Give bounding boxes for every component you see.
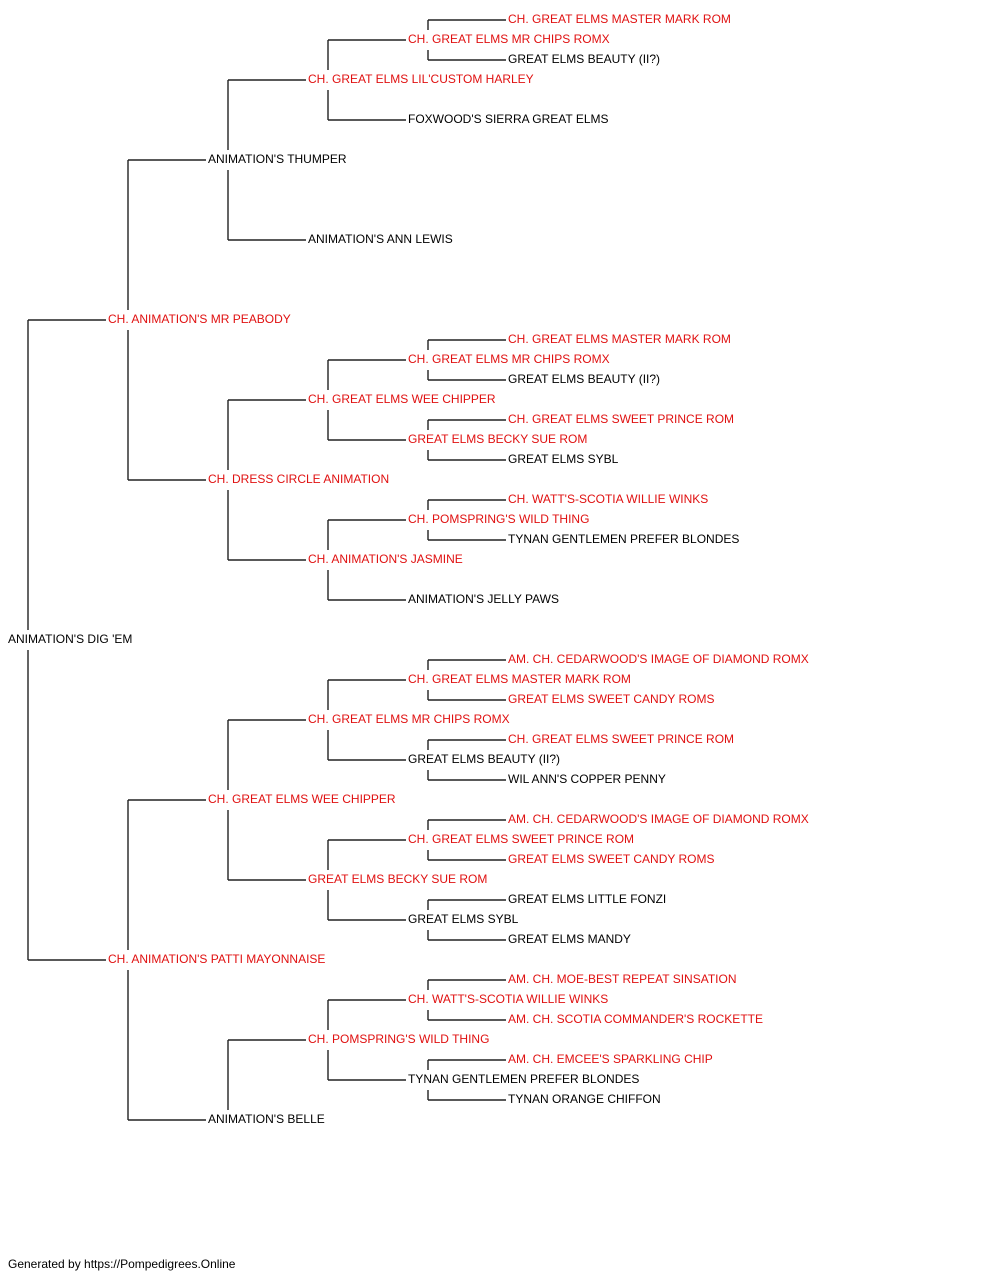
pedigree-name-root-dam-sire-dam-sire: CH. GREAT ELMS SWEET PRINCE ROM [408,832,634,846]
pedigree-name-root-sire-sire-sire-sire-sire: CH. GREAT ELMS MASTER MARK ROM [508,12,731,26]
pedigree-name-root-sire-dam-sire-sire: CH. GREAT ELMS MR CHIPS ROMX [408,352,610,366]
pedigree-name-root-sire-dam-sire-dam: GREAT ELMS BECKY SUE ROM [408,432,587,446]
pedigree-name-root-sire: CH. ANIMATION'S MR PEABODY [108,312,291,326]
pedigree-name-root-dam-dam-sire-dam-dam: TYNAN ORANGE CHIFFON [508,1092,661,1106]
pedigree-name-root-dam-sire-sire-sire-sire: AM. CH. CEDARWOOD'S IMAGE OF DIAMOND ROM… [508,652,809,666]
pedigree-name-root-dam-sire-sire-dam-sire: CH. GREAT ELMS SWEET PRINCE ROM [508,732,734,746]
pedigree-name-root-sire-sire-sire: CH. GREAT ELMS LIL'CUSTOM HARLEY [308,72,534,86]
pedigree-name-root-dam-sire: CH. GREAT ELMS WEE CHIPPER [208,792,396,806]
pedigree-name-root-dam-dam-sire: CH. POMSPRING'S WILD THING [308,1032,489,1046]
pedigree-name-root-sire-dam-sire: CH. GREAT ELMS WEE CHIPPER [308,392,496,406]
pedigree-name-root-dam-sire-dam-sire-dam: GREAT ELMS SWEET CANDY ROMS [508,852,714,866]
pedigree-name-root-dam-sire-dam-dam-dam: GREAT ELMS MANDY [508,932,631,946]
pedigree-name-root-dam-sire-sire-dam-dam: WIL ANN'S COPPER PENNY [508,772,666,786]
pedigree-name-root-dam-sire-dam: GREAT ELMS BECKY SUE ROM [308,872,487,886]
pedigree-name-root-sire-dam: CH. DRESS CIRCLE ANIMATION [208,472,389,486]
pedigree-name-root-dam-sire-dam-dam-sire: GREAT ELMS LITTLE FONZI [508,892,666,906]
pedigree-name-root-sire-dam-dam-sire-sire: CH. WATT'S-SCOTIA WILLIE WINKS [508,492,708,506]
pedigree-name-root-sire-dam-sire-dam-dam: GREAT ELMS SYBL [508,452,619,466]
pedigree-name-root-dam-sire-sire: CH. GREAT ELMS MR CHIPS ROMX [308,712,510,726]
pedigree-name-root-sire-sire-dam: ANIMATION'S ANN LEWIS [308,232,453,246]
pedigree-name-root-sire-dam-dam: CH. ANIMATION'S JASMINE [308,552,463,566]
pedigree-name-root-dam-sire-sire-sire-dam: GREAT ELMS SWEET CANDY ROMS [508,692,714,706]
pedigree-name-root-dam-sire-sire-dam: GREAT ELMS BEAUTY (II?) [408,752,560,766]
pedigree-name-root-sire-sire-sire-dam: FOXWOOD'S SIERRA GREAT ELMS [408,112,609,126]
pedigree-name-root-sire-dam-dam-sire-dam: TYNAN GENTLEMEN PREFER BLONDES [508,532,739,546]
pedigree-name-root-dam: CH. ANIMATION'S PATTI MAYONNAISE [108,952,325,966]
pedigree-name-root-sire-dam-sire-sire-dam: GREAT ELMS BEAUTY (II?) [508,372,660,386]
pedigree-name-root-dam-dam-sire-dam: TYNAN GENTLEMEN PREFER BLONDES [408,1072,639,1086]
pedigree-name-root-sire-sire-sire-sire: CH. GREAT ELMS MR CHIPS ROMX [408,32,610,46]
pedigree-name-root-dam-sire-dam-dam: GREAT ELMS SYBL [408,912,519,926]
pedigree-name-root-dam-dam-sire-sire: CH. WATT'S-SCOTIA WILLIE WINKS [408,992,608,1006]
pedigree-name-root: ANIMATION'S DIG 'EM [8,632,132,646]
pedigree-name-root-sire-sire: ANIMATION'S THUMPER [208,152,347,166]
pedigree-name-root-dam-sire-sire-sire: CH. GREAT ELMS MASTER MARK ROM [408,672,631,686]
pedigree-name-root-sire-dam-sire-sire-sire: CH. GREAT ELMS MASTER MARK ROM [508,332,731,346]
pedigree-name-root-sire-dam-dam-sire: CH. POMSPRING'S WILD THING [408,512,589,526]
pedigree-name-root-dam-dam: ANIMATION'S BELLE [208,1112,325,1126]
pedigree-name-root-dam-sire-dam-sire-sire: AM. CH. CEDARWOOD'S IMAGE OF DIAMOND ROM… [508,812,809,826]
pedigree-name-root-sire-sire-sire-sire-dam: GREAT ELMS BEAUTY (II?) [508,52,660,66]
pedigree-name-root-dam-dam-sire-dam-sire: AM. CH. EMCEE'S SPARKLING CHIP [508,1052,713,1066]
pedigree-name-root-dam-dam-sire-sire-sire: AM. CH. MOE-BEST REPEAT SINSATION [508,972,736,986]
pedigree-name-root-sire-dam-dam-dam: ANIMATION'S JELLY PAWS [408,592,559,606]
footer-credit: Generated by https://Pompedigrees.Online [8,1257,236,1271]
pedigree-name-root-sire-dam-sire-dam-sire: CH. GREAT ELMS SWEET PRINCE ROM [508,412,734,426]
pedigree-name-root-dam-dam-sire-sire-dam: AM. CH. SCOTIA COMMANDER'S ROCKETTE [508,1012,763,1026]
